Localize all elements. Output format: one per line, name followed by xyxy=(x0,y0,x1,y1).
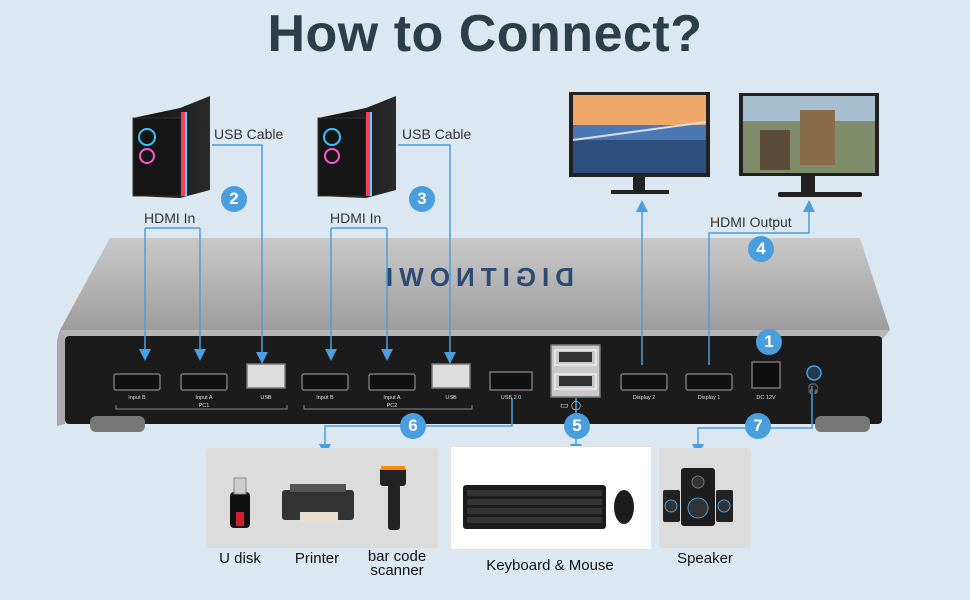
step-badge-1: 1 xyxy=(756,329,782,355)
pc2-tower xyxy=(317,96,396,198)
kvm-switch xyxy=(57,238,890,432)
port-label-pc1-usb: USB xyxy=(260,395,272,401)
port-label-pc2: PC2 xyxy=(386,403,398,409)
scanner-label: bar code scanner xyxy=(362,548,432,579)
barcode-scanner-icon xyxy=(380,466,406,530)
port-label-dc12v: DC 12V xyxy=(756,395,776,401)
port-label-pc1-input-a: Input A xyxy=(195,395,213,401)
port-label-usb20: USB 2.0 xyxy=(500,395,522,401)
scanner-label-line2: scanner xyxy=(370,562,424,579)
port-label-pc2-input-b: Input B xyxy=(316,395,334,401)
port-label-display2: Display 2 xyxy=(632,395,656,401)
headphone-icon: 🎧 xyxy=(807,384,820,395)
hdmi-in-label-2: HDMI In xyxy=(330,210,382,226)
step-badge-3: 3 xyxy=(409,186,435,212)
speaker-icon xyxy=(663,468,733,526)
port-label-pc1-input-b: Input B xyxy=(128,395,146,401)
step-badge-6: 6 xyxy=(400,413,426,439)
port-label-pc2-input-a: Input A xyxy=(383,395,401,401)
usb-cable-label-2: USB Cable xyxy=(402,126,472,142)
u-disk-icon xyxy=(230,477,250,528)
keyboard-mouse-label: Keyboard & Mouse xyxy=(486,557,614,574)
step-badge-5: 5 xyxy=(564,413,590,439)
keyboard-icon xyxy=(463,485,606,529)
hdmi-output-label: HDMI Output xyxy=(710,214,792,230)
step-badge-7: 7 xyxy=(745,413,771,439)
port-label-display1: Display 1 xyxy=(697,395,721,401)
scanner-label-line1: bar code xyxy=(367,548,427,565)
step-badge-4: 4 xyxy=(748,236,774,262)
u-disk-label: U disk xyxy=(219,550,261,567)
mouse-icon xyxy=(614,490,634,524)
printer-icon xyxy=(282,484,354,522)
usb-cable-label-1: USB Cable xyxy=(214,126,284,142)
port-label-pc2-usb: USB xyxy=(445,395,457,401)
port-label-pc1: PC1 xyxy=(198,403,210,409)
keyboard-mouse-port-icons: ▭ ◯ xyxy=(560,400,582,410)
page-title: How to Connect? xyxy=(267,5,703,63)
speaker-label: Speaker xyxy=(677,550,733,567)
monitor-2 xyxy=(569,92,710,194)
pc1-tower xyxy=(132,96,210,198)
printer-label: Printer xyxy=(294,550,340,567)
step-badge-2: 2 xyxy=(221,186,247,212)
hdmi-in-label-1: HDMI In xyxy=(144,210,196,226)
monitor-1 xyxy=(739,93,879,197)
